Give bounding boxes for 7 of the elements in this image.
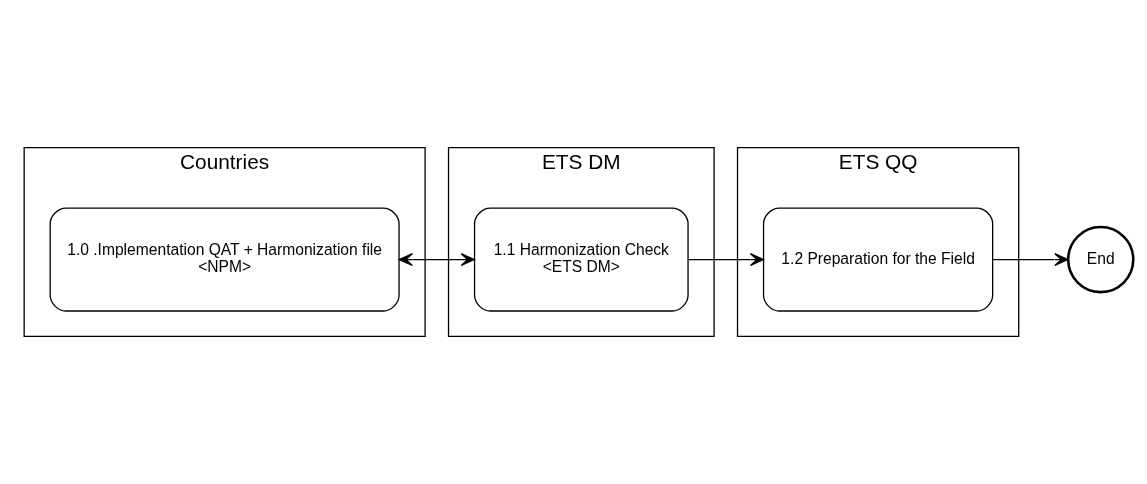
node-box: 1.1 Harmonization Check <ETS DM> <box>473 207 689 312</box>
node-box: 1.2 Preparation for the Field <box>762 207 994 312</box>
arrow <box>687 253 765 267</box>
node-box: 1.0 .Implementation QAT + Harmonization file <NPM> <box>49 207 400 312</box>
arrow <box>992 253 1069 267</box>
arrow <box>398 253 475 267</box>
node-circle: End <box>1066 225 1135 294</box>
